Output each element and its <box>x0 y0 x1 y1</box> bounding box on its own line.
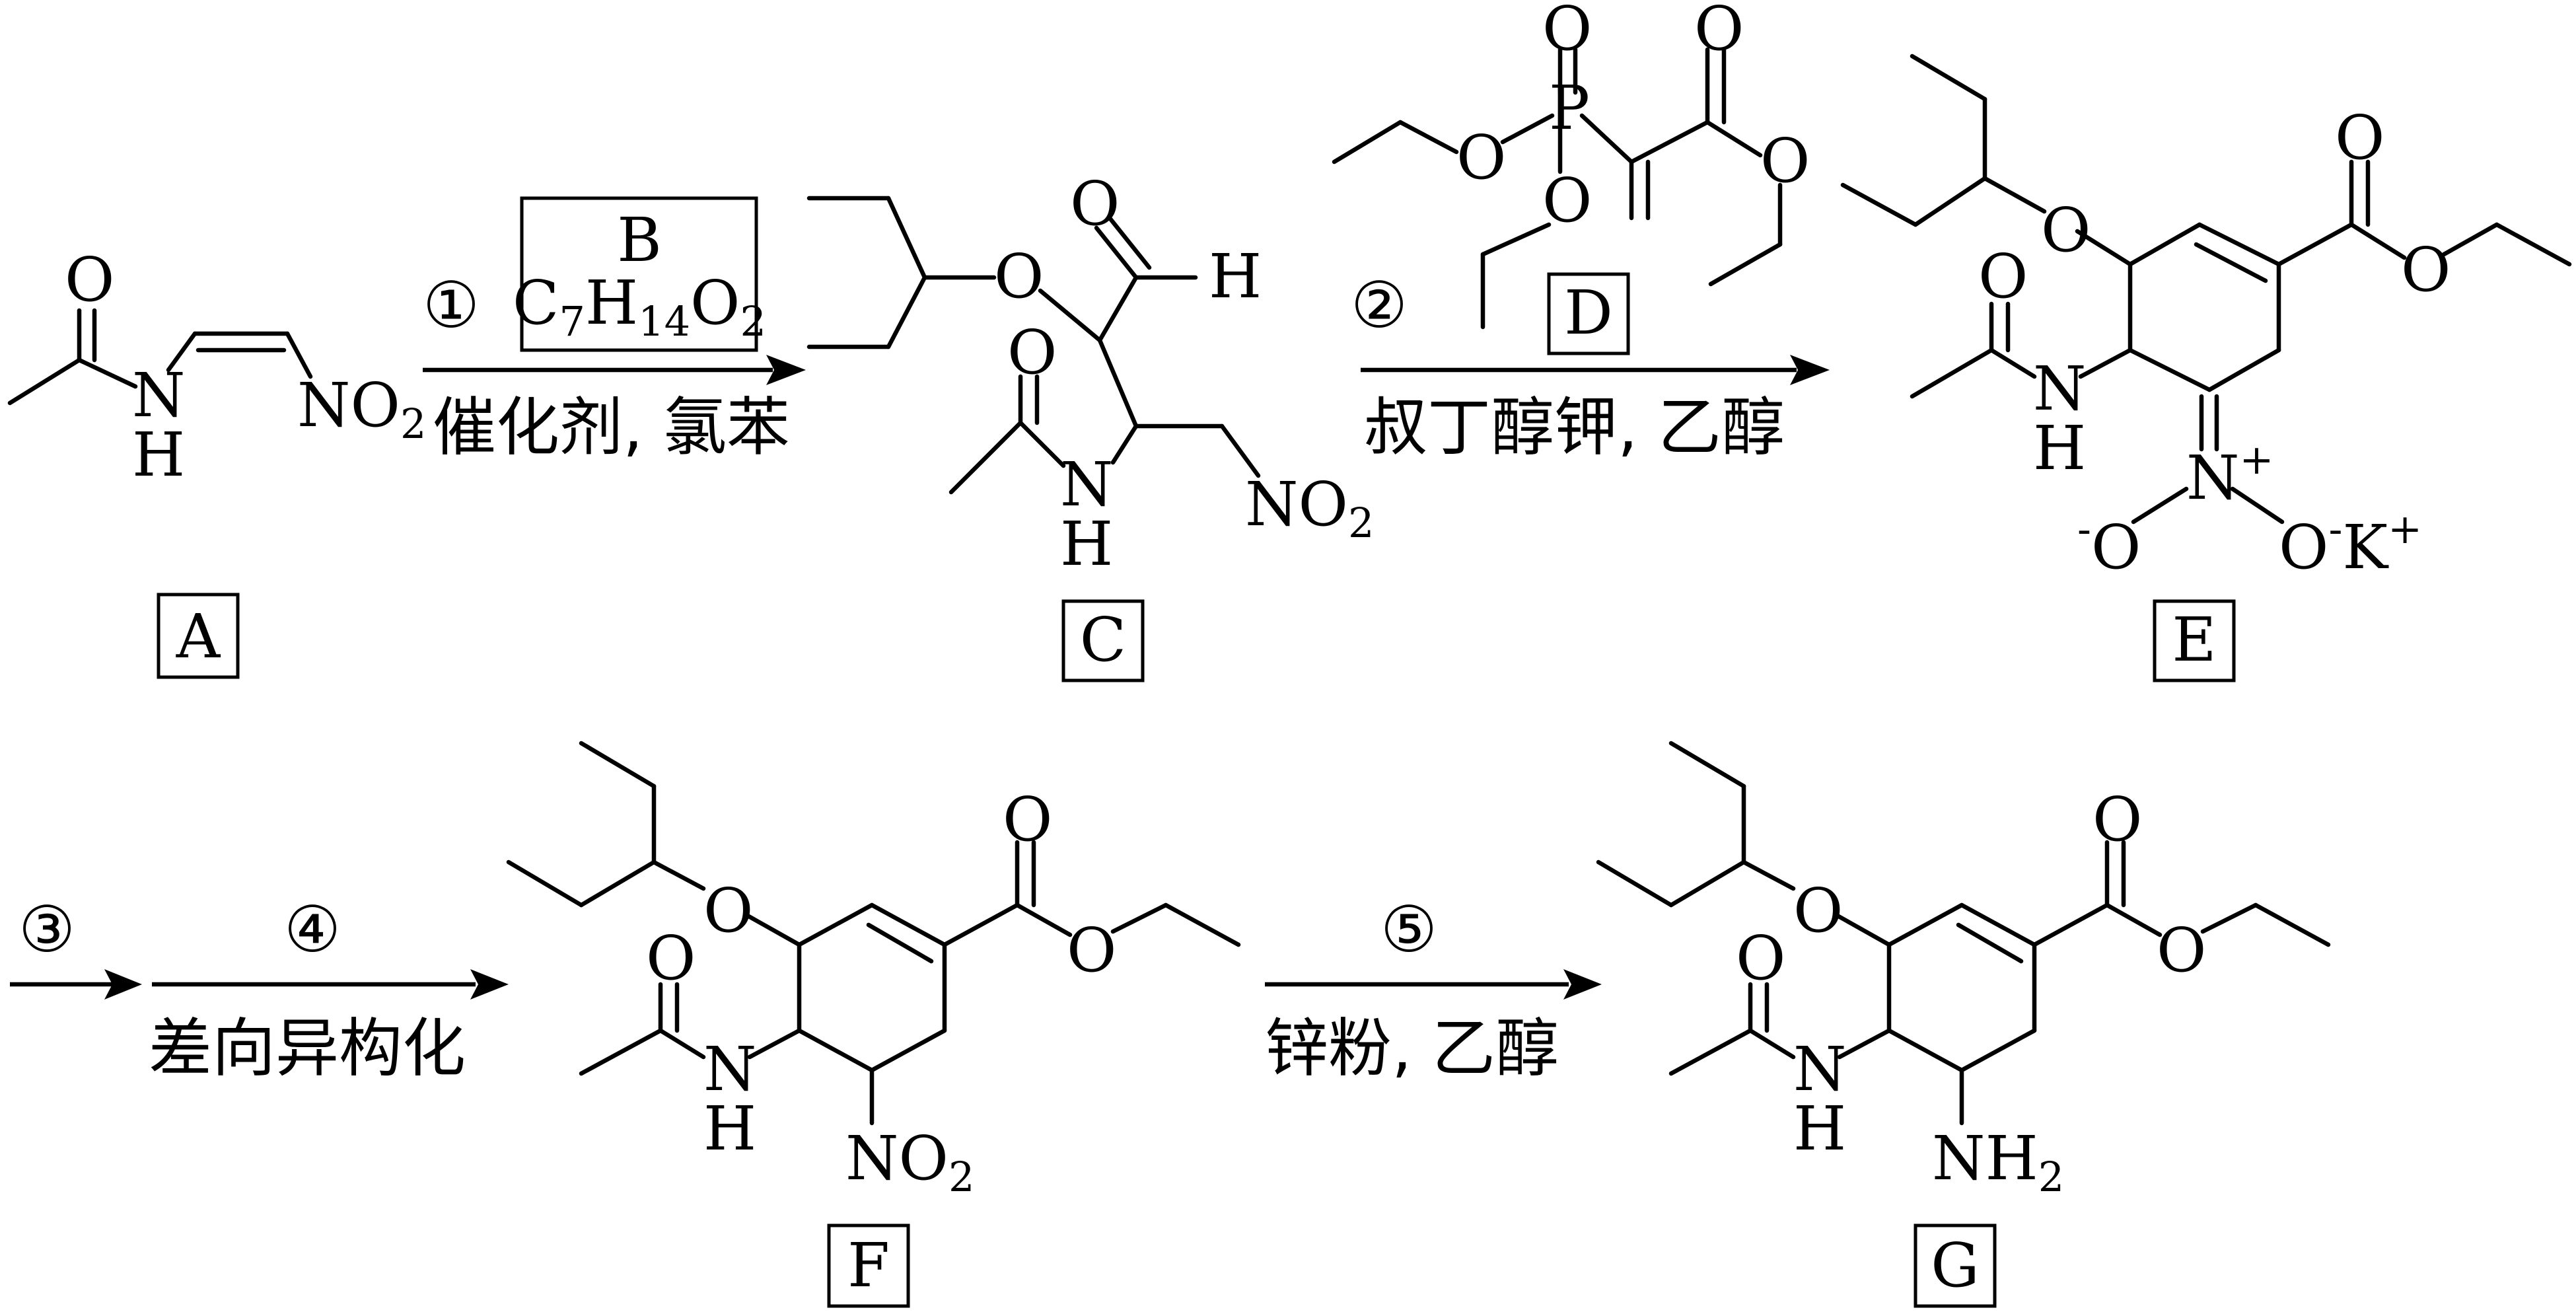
step-5: ⑤ 锌粉, 乙醇 <box>1265 893 1602 1085</box>
step-3: ③ <box>10 893 142 1000</box>
atom-o: O <box>2335 102 2384 173</box>
step-marker-3: ③ <box>18 893 75 967</box>
nitronate-o-right: O-K+ <box>2279 505 2422 583</box>
atom-o: O <box>1542 0 1592 64</box>
reagent-d-bonds <box>1332 47 1783 330</box>
atom-o: O <box>1067 915 1116 986</box>
compound-a-bonds <box>7 308 313 406</box>
label-box-f <box>827 1223 910 1308</box>
atom-h: H <box>1209 241 1262 312</box>
condition-step-4: 差向异构化 <box>149 1011 466 1085</box>
step-1: ① B C7H14O2 催化剂, 氯苯 <box>423 196 806 464</box>
compound-label-d: D <box>1564 277 1613 348</box>
atom-o: O <box>1007 317 1057 388</box>
label-box-d <box>1547 272 1630 355</box>
label-box-a <box>157 593 240 679</box>
compound-f: O O O O N H NO2 <box>506 741 1241 1201</box>
arrow-head-3 <box>104 969 142 1000</box>
nitro-group: NO2 <box>1245 469 1374 547</box>
atom-h: H <box>1060 509 1113 579</box>
label-box-g <box>1914 1223 1997 1308</box>
nitronate-n: N+ <box>2186 435 2273 513</box>
atom-n: N <box>1793 1034 1847 1105</box>
atom-n: N <box>703 1034 757 1105</box>
atom-o: O <box>1760 126 1810 196</box>
compound-f-bonds <box>506 741 1241 1126</box>
compound-label-c: C <box>1080 604 1126 675</box>
arrow-head-4 <box>470 969 509 1000</box>
reagent-b-box <box>520 196 758 352</box>
compound-label-f: F <box>847 1230 890 1301</box>
atom-h: H <box>1793 1093 1846 1164</box>
atom-o: O <box>1978 241 2028 312</box>
reagent-b-formula: C7H14O2 <box>513 268 766 346</box>
amino-group: NH2 <box>1932 1123 2064 1201</box>
arrow-head-5 <box>1563 969 1602 1000</box>
atom-o: O <box>1456 122 1506 193</box>
atom-o: O <box>65 244 114 315</box>
atom-o: O <box>1793 875 1843 946</box>
atom-o: O <box>2401 235 2451 305</box>
compound-c: O O H O N H NO2 <box>806 168 1374 579</box>
compound-g: O O O O N H NH2 <box>1596 741 2331 1201</box>
atom-h: H <box>132 420 185 490</box>
nitronate-o-left: -O <box>2077 505 2141 583</box>
atom-n: N <box>132 360 186 431</box>
atom-o: O <box>1542 165 1592 236</box>
atom-o: O <box>1070 168 1120 239</box>
arrow-head-1 <box>766 355 806 385</box>
atom-h: H <box>2033 413 2086 484</box>
atom-o: O <box>1003 784 1052 855</box>
atom-o: O <box>703 875 753 946</box>
label-box-c <box>1061 599 1145 682</box>
nitro-group: NO2 <box>297 370 426 448</box>
compound-c-bonds <box>806 196 1261 495</box>
step-2: ② D 叔丁醇钾, 乙醇 <box>1351 268 1830 464</box>
condition-step-5: 锌粉, 乙醇 <box>1265 1011 1559 1085</box>
step-marker-5: ⑤ <box>1380 893 1437 967</box>
atom-o: O <box>2093 784 2142 855</box>
atom-p: P <box>1549 73 1590 143</box>
compound-label-e: E <box>2172 604 2216 675</box>
step-marker-2: ② <box>1351 268 1408 342</box>
step-marker-4: ④ <box>284 893 341 967</box>
step-marker-1: ① <box>423 268 480 342</box>
atom-o: O <box>1736 923 1785 994</box>
atom-h: H <box>703 1093 756 1164</box>
condition-step-2: 叔丁醇钾, 乙醇 <box>1364 390 1785 464</box>
compound-label-g: G <box>1931 1230 1980 1301</box>
arrow-head-2 <box>1790 355 1830 385</box>
nitro-group: NO2 <box>845 1123 974 1201</box>
atom-o: O <box>2041 195 2091 266</box>
step-4: ④ 差向异构化 <box>149 893 509 1085</box>
compound-label-a: A <box>176 601 221 672</box>
compound-e: O O O O N H N+ -O O-K+ <box>1840 54 2572 583</box>
compound-g-bonds <box>1596 741 2331 1126</box>
compound-e-bonds <box>1840 54 2572 525</box>
condition-step-1: 催化剂, 氯苯 <box>433 390 790 464</box>
atom-o: O <box>2157 915 2206 986</box>
compound-a: O N H NO2 <box>7 244 426 490</box>
atom-o: O <box>1694 0 1744 64</box>
atom-n: N <box>1060 449 1114 520</box>
atom-o: O <box>646 923 696 994</box>
atom-o: O <box>994 241 1044 312</box>
reagent-b-label: B <box>617 205 662 275</box>
atom-n: N <box>2033 353 2087 424</box>
label-box-e <box>2153 599 2236 682</box>
reagent-d: O P O O O O <box>1332 0 1810 330</box>
